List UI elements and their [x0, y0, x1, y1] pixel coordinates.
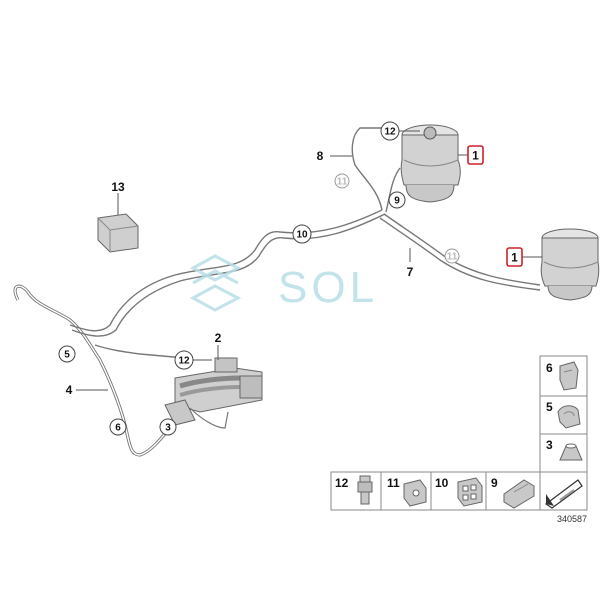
index-label-11: 11: [387, 476, 400, 490]
callout-5-group: 5: [58, 345, 76, 363]
index-label-6: 6: [546, 361, 553, 375]
callout-8: 8: [317, 149, 324, 163]
index-label-12: 12: [335, 476, 349, 490]
callout-12-lower-group: 12: [174, 350, 212, 370]
callout-13: 13: [111, 180, 125, 194]
control-unit-13: 13: [97, 180, 139, 253]
callout-1-upper: 1: [472, 149, 479, 163]
callout-1-upper-box: 1: [458, 145, 484, 165]
reference-number: 340587: [557, 514, 587, 524]
callout-6-group: 6: [109, 418, 127, 436]
air-spring-lower: [540, 228, 600, 301]
callout-10-group: 10: [292, 224, 312, 244]
clip-10-icon: [457, 477, 483, 507]
callout-11-upper: 11: [337, 177, 348, 188]
grommet-3-icon: [559, 443, 583, 461]
callout-10: 10: [296, 230, 308, 241]
hose-lines: [13, 127, 541, 457]
callout-7: 7: [407, 265, 414, 279]
clip-11-lower: 11: [444, 248, 460, 264]
clip-11-upper: 11: [334, 173, 350, 189]
index-label-5: 5: [546, 400, 553, 414]
sol-watermark: SOL: [189, 254, 378, 312]
callout-12-upper: 12: [384, 127, 396, 138]
index-label-9: 9: [491, 476, 498, 490]
callout-4-group: 4: [66, 383, 108, 397]
callout-1-lower-box: 1: [506, 247, 542, 267]
callout-4: 4: [66, 383, 73, 397]
index-label-10: 10: [435, 476, 449, 490]
callout-3: 3: [165, 423, 171, 434]
clip-5-icon: [557, 405, 581, 429]
clip-6-icon: [559, 361, 579, 391]
index-box-12[interactable]: [330, 471, 382, 511]
callout-8-group: 8: [317, 149, 352, 163]
clip-11-icon: [403, 479, 427, 507]
arrow-symbol-icon: [544, 479, 583, 509]
clip-9-icon: [503, 479, 535, 509]
index-label-3: 3: [546, 438, 553, 452]
callout-9-group: 9: [388, 191, 406, 209]
callout-12-upper-group: 12: [380, 121, 420, 141]
callout-5: 5: [64, 350, 70, 361]
air-spring-upper: [400, 124, 461, 203]
callout-2-group: 2: [215, 331, 222, 360]
callout-2: 2: [215, 331, 222, 345]
callout-9: 9: [394, 196, 400, 207]
callout-1-lower: 1: [511, 251, 518, 265]
connector-12-icon: [357, 475, 373, 505]
callout-6: 6: [115, 423, 121, 434]
callout-3-group: 3: [159, 418, 177, 436]
compressor-2: [164, 357, 263, 429]
callout-7-group: 7: [407, 248, 414, 279]
callout-11-lower: 11: [447, 252, 458, 263]
watermark-text: SOL: [278, 263, 378, 312]
callout-12-lower: 12: [178, 356, 190, 367]
